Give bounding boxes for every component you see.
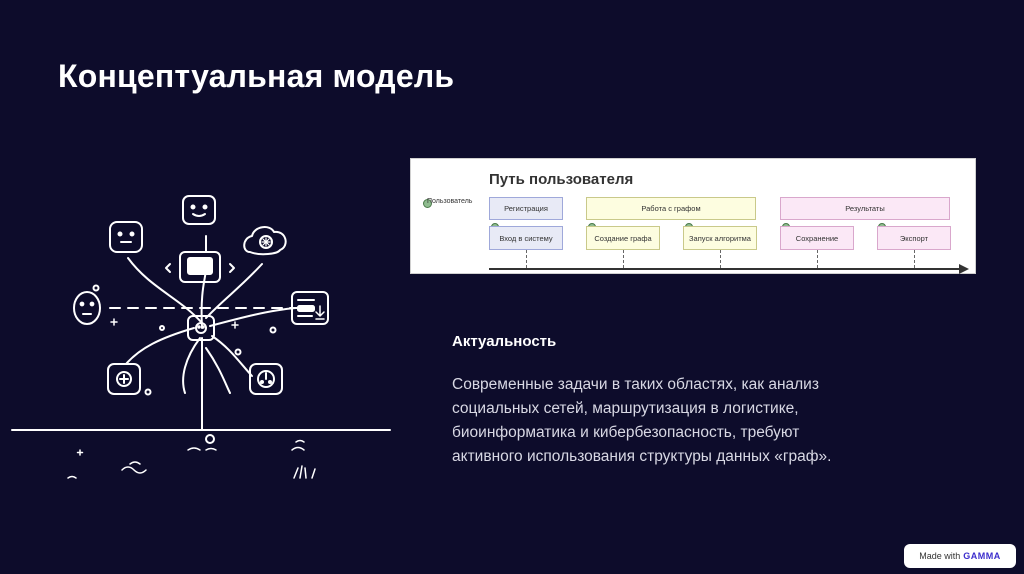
made-with-gamma-badge[interactable]: Made with GAMMA [904, 544, 1016, 568]
gamma-logo: GAMMA [963, 551, 1001, 561]
journey-title: Путь пользователя [489, 171, 634, 188]
badge-prefix: Made with [919, 551, 961, 561]
task-save: Сохранение [780, 226, 854, 250]
task-connector [526, 250, 527, 268]
task-connector [720, 250, 721, 268]
stage-results: Результаты [780, 197, 950, 220]
network-illustration [11, 195, 391, 479]
task-run-algorithm: Запуск алгоритма [683, 226, 757, 250]
stage-registration: Регистрация [489, 197, 563, 220]
task-export: Экспорт [877, 226, 951, 250]
task-connector [817, 250, 818, 268]
task-login: Вход в систему [489, 226, 563, 250]
document-node-icon [291, 291, 329, 325]
actor-dot [423, 199, 432, 208]
task-connector [623, 250, 624, 268]
task-create-graph: Создание графа [586, 226, 660, 250]
plus-box-icon [107, 363, 141, 395]
face-node-top-icon [182, 195, 216, 225]
page-title: Концептуальная модель [58, 58, 455, 94]
user-journey-diagram: Путь пользователя Пользователь Регистрац… [410, 158, 976, 274]
stage-graph-work: Работа с графом [586, 197, 756, 220]
monitor-node-icon [165, 251, 235, 283]
task-connector [914, 250, 915, 268]
timeline-axis [489, 268, 959, 270]
body-paragraph: Современные задачи в таких областях, как… [452, 376, 832, 465]
cloud-node-icon [243, 226, 287, 256]
face-node-far-left-icon [73, 291, 101, 325]
actor-label: Пользователь [427, 198, 473, 205]
section-heading: Актуальность [452, 333, 557, 350]
face-node-left-icon [109, 221, 143, 253]
timeline-arrow-icon [959, 264, 969, 274]
gauge-box-icon [249, 363, 283, 395]
face-node-center-icon [187, 315, 215, 341]
